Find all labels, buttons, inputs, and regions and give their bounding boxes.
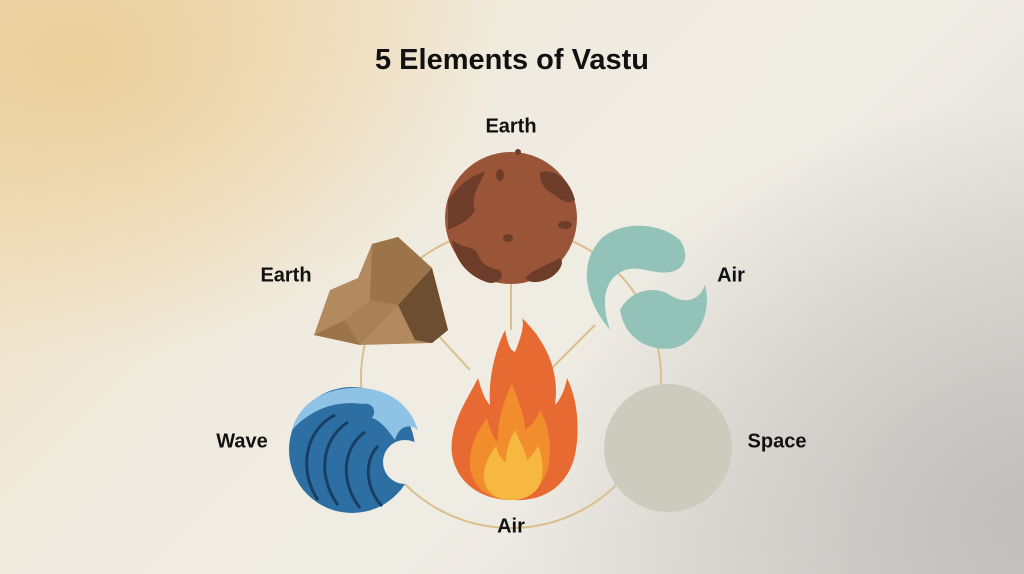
rock-icon	[314, 237, 448, 345]
label-air-bottom: Air	[497, 515, 525, 538]
label-earth-left: Earth	[260, 264, 312, 287]
flame-icon	[451, 318, 578, 501]
wind-swirl-icon	[586, 225, 707, 349]
label-earth-top: Earth	[485, 115, 537, 138]
label-wave: Wave	[216, 430, 268, 453]
space-circle-icon	[604, 384, 732, 512]
planet-icon	[445, 149, 577, 284]
label-air-right: Air	[717, 264, 745, 287]
wave-icon	[289, 387, 427, 513]
label-space: Space	[747, 430, 807, 453]
page-title: 5 Elements of Vastu	[375, 44, 649, 76]
